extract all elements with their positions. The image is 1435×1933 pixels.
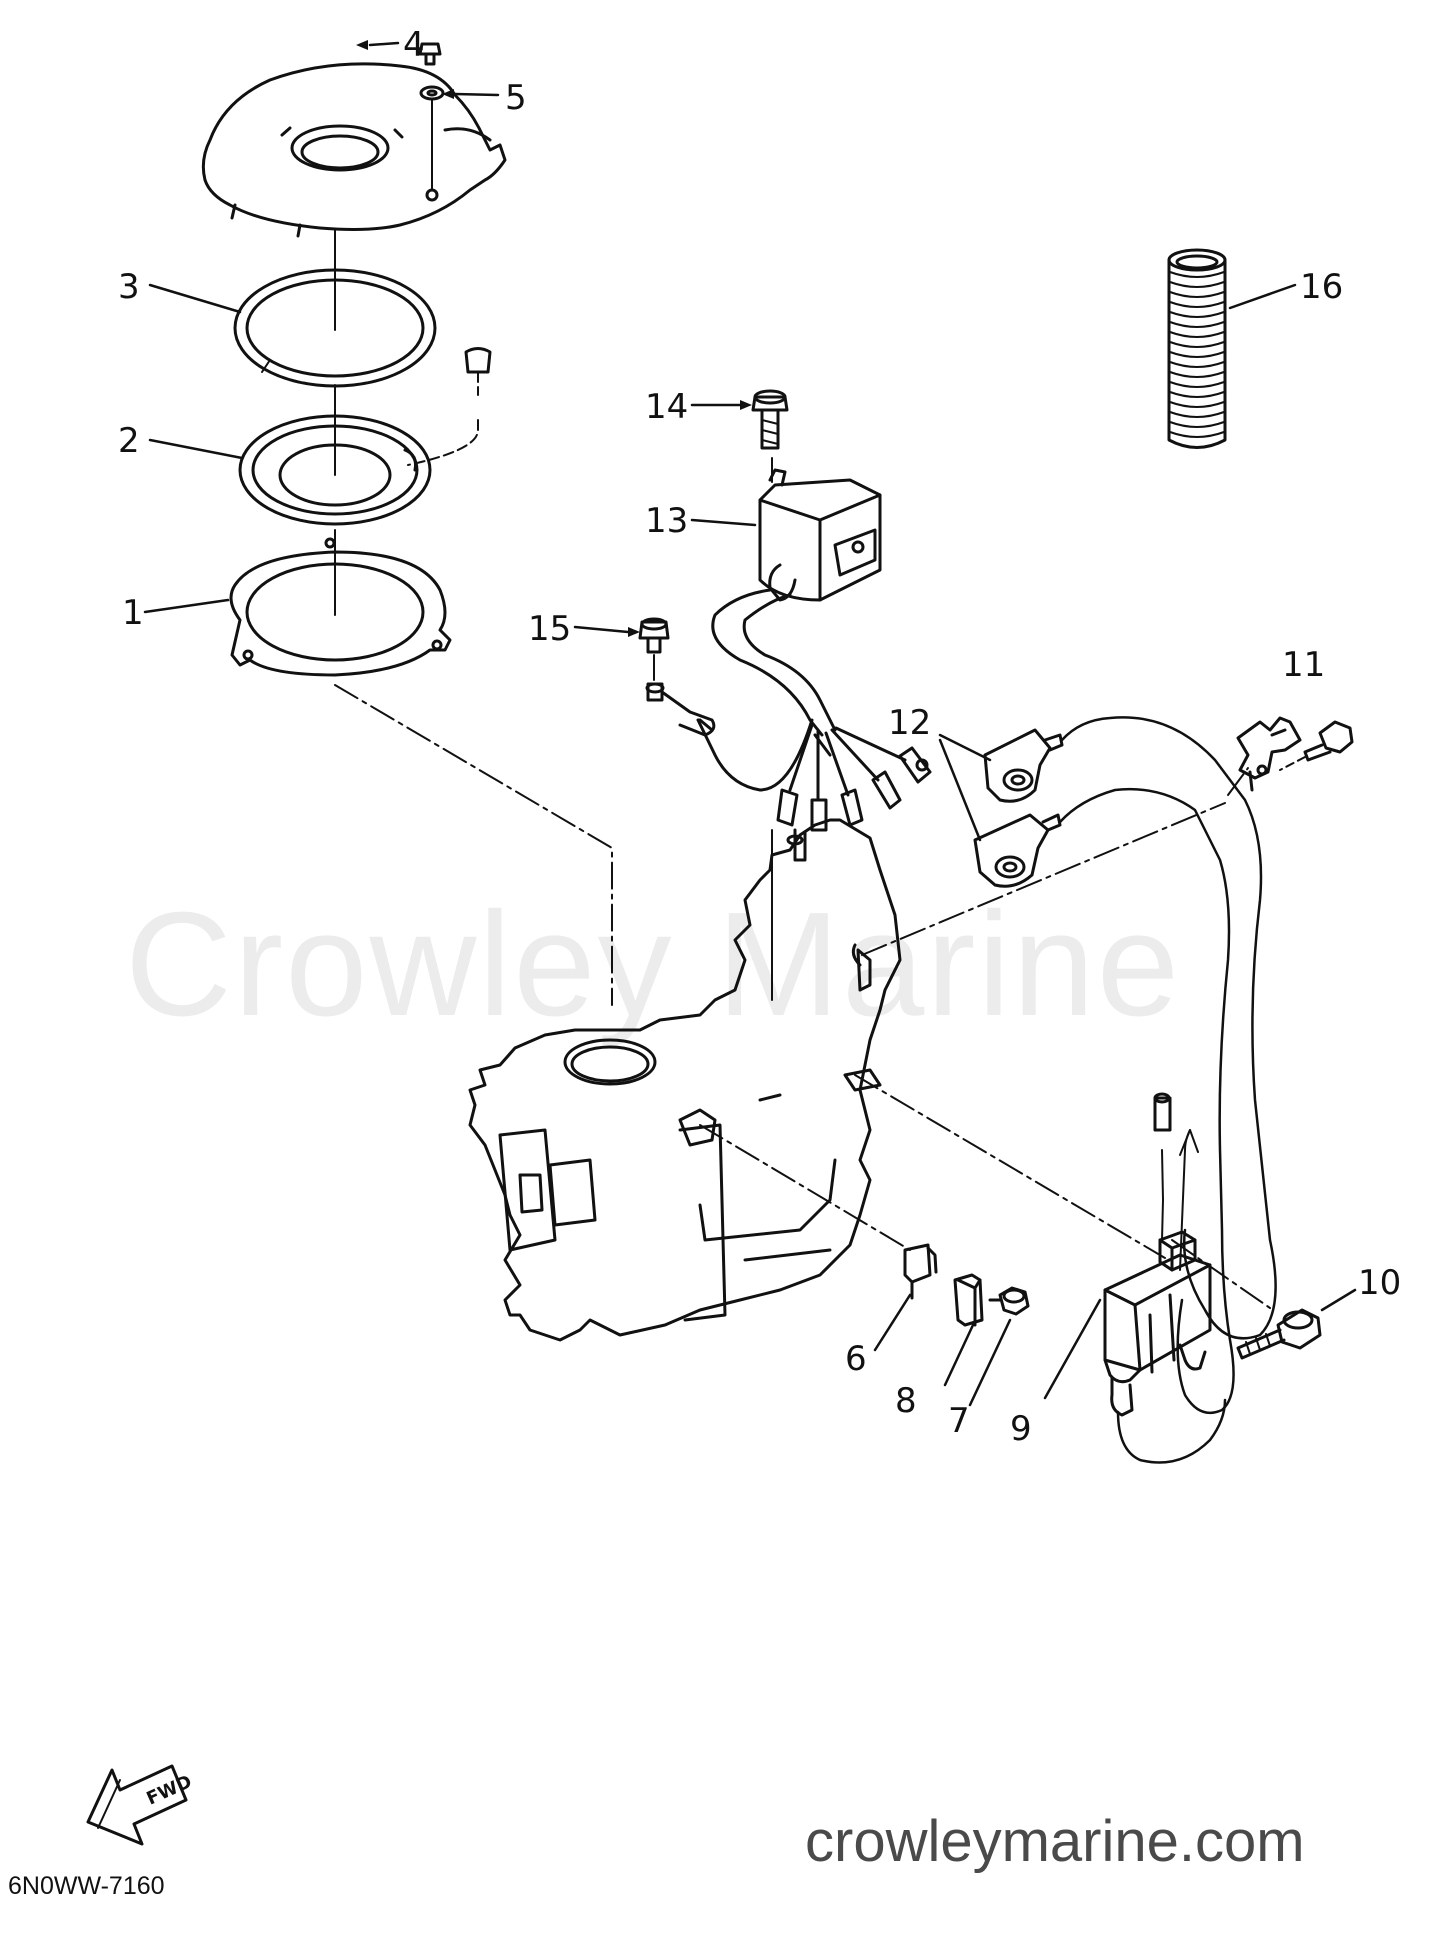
ignition-coil-part-9 [1103, 1092, 1227, 1464]
magneto-base-part-2 [238, 414, 479, 526]
callout-7: 7 [948, 1401, 970, 1441]
callout-1: 1 [122, 593, 144, 633]
corrugated-tube-part-16 [1167, 248, 1227, 449]
callout-13: 13 [645, 501, 688, 541]
cap-holder-part-11 [1236, 716, 1302, 792]
stator-cover-plate [201, 62, 507, 238]
washer-part-5 [419, 85, 445, 101]
callout-3: 3 [118, 267, 140, 307]
callout-2: 2 [118, 421, 140, 461]
bolt-part-4 [418, 42, 442, 66]
callout-15: 15 [528, 609, 571, 649]
leader-lines [143, 40, 1357, 1407]
fwd-arrow-icon: FWD [86, 1764, 195, 1846]
plug-cap-part-12-lower [973, 813, 1062, 888]
diagram-code: 6N0WW-7160 [8, 1872, 165, 1900]
callout-16: 16 [1300, 267, 1343, 307]
bolt-part-14 [751, 389, 789, 483]
callout-10: 10 [1358, 1263, 1401, 1303]
cdi-unit-part-13 [696, 468, 932, 862]
callout-4: 4 [403, 25, 425, 65]
callout-labels: 4 5 3 2 1 14 13 15 12 11 16 10 6 8 7 9 [118, 25, 1401, 1449]
block-part-8 [953, 1273, 984, 1327]
screw-part-11 [1279, 720, 1354, 771]
bracket-part-6 [903, 1243, 938, 1300]
plug-cap-part-12-upper [983, 728, 1064, 803]
callout-6: 6 [845, 1339, 867, 1379]
callout-9: 9 [1010, 1409, 1032, 1449]
callout-8: 8 [895, 1381, 917, 1421]
engine-crankcase [468, 818, 902, 1342]
screw-part-7 [988, 1286, 1030, 1316]
website-url: crowleymarine.com [805, 1809, 1305, 1874]
callout-14: 14 [645, 387, 688, 427]
gasket-part-1 [229, 537, 452, 677]
pin-part [464, 347, 492, 396]
corrugation-rings [1169, 271, 1225, 438]
bolt-part-15 [638, 617, 716, 737]
bolt-part-10 [1236, 1308, 1322, 1360]
callout-11: 11 [1282, 645, 1325, 685]
callout-5: 5 [505, 78, 527, 118]
callout-12: 12 [888, 703, 931, 743]
